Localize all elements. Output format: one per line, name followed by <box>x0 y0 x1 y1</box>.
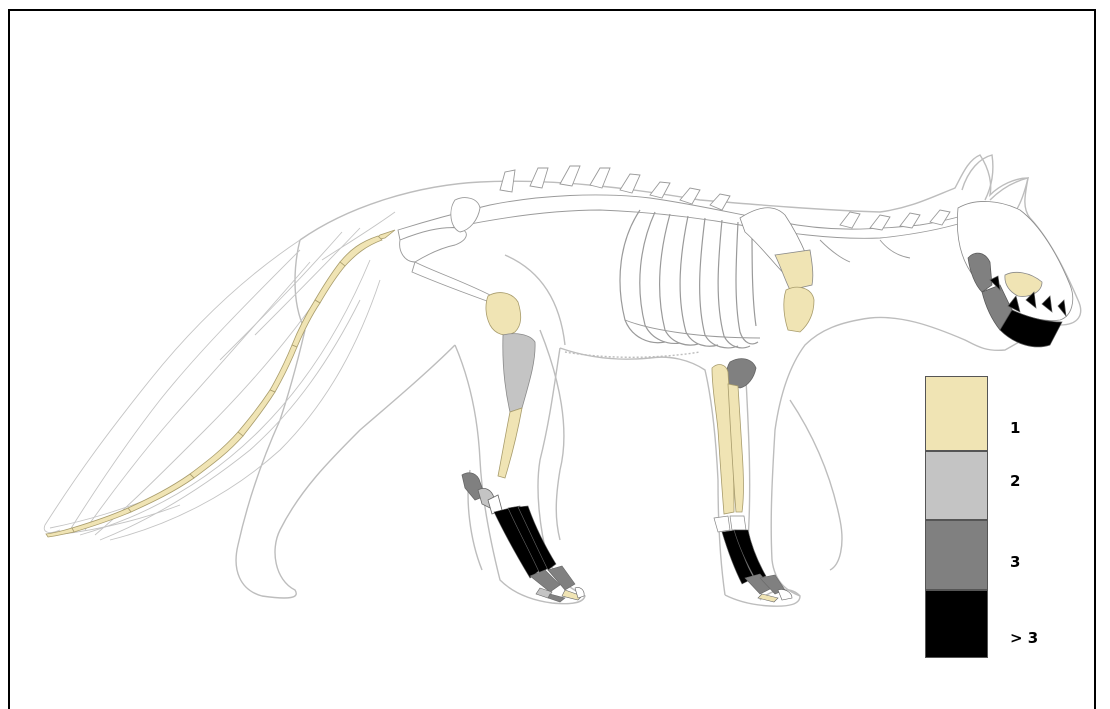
hind-femur <box>486 293 521 335</box>
legend-swatch-2 <box>925 451 988 520</box>
hind-metatarsals <box>494 506 556 578</box>
fore-elbow <box>727 359 756 388</box>
fore-humerus <box>784 287 814 332</box>
hind-fibula <box>498 408 522 478</box>
scapula <box>740 208 813 290</box>
spine <box>398 166 965 262</box>
hind-tibia <box>503 334 535 412</box>
legend-swatch-1 <box>925 376 988 451</box>
legend-label-2: 2 <box>1010 472 1020 490</box>
tail-vertebrae <box>46 230 395 537</box>
legend-label-1: 1 <box>1010 419 1020 437</box>
legend-label-3: 3 <box>1010 553 1020 571</box>
legend-swatch-3 <box>925 520 988 590</box>
legend-swatch-4 <box>925 590 988 658</box>
rib-cage <box>620 210 760 348</box>
legend-label-4: > 3 <box>1010 629 1038 647</box>
fore-carpals <box>714 516 746 532</box>
